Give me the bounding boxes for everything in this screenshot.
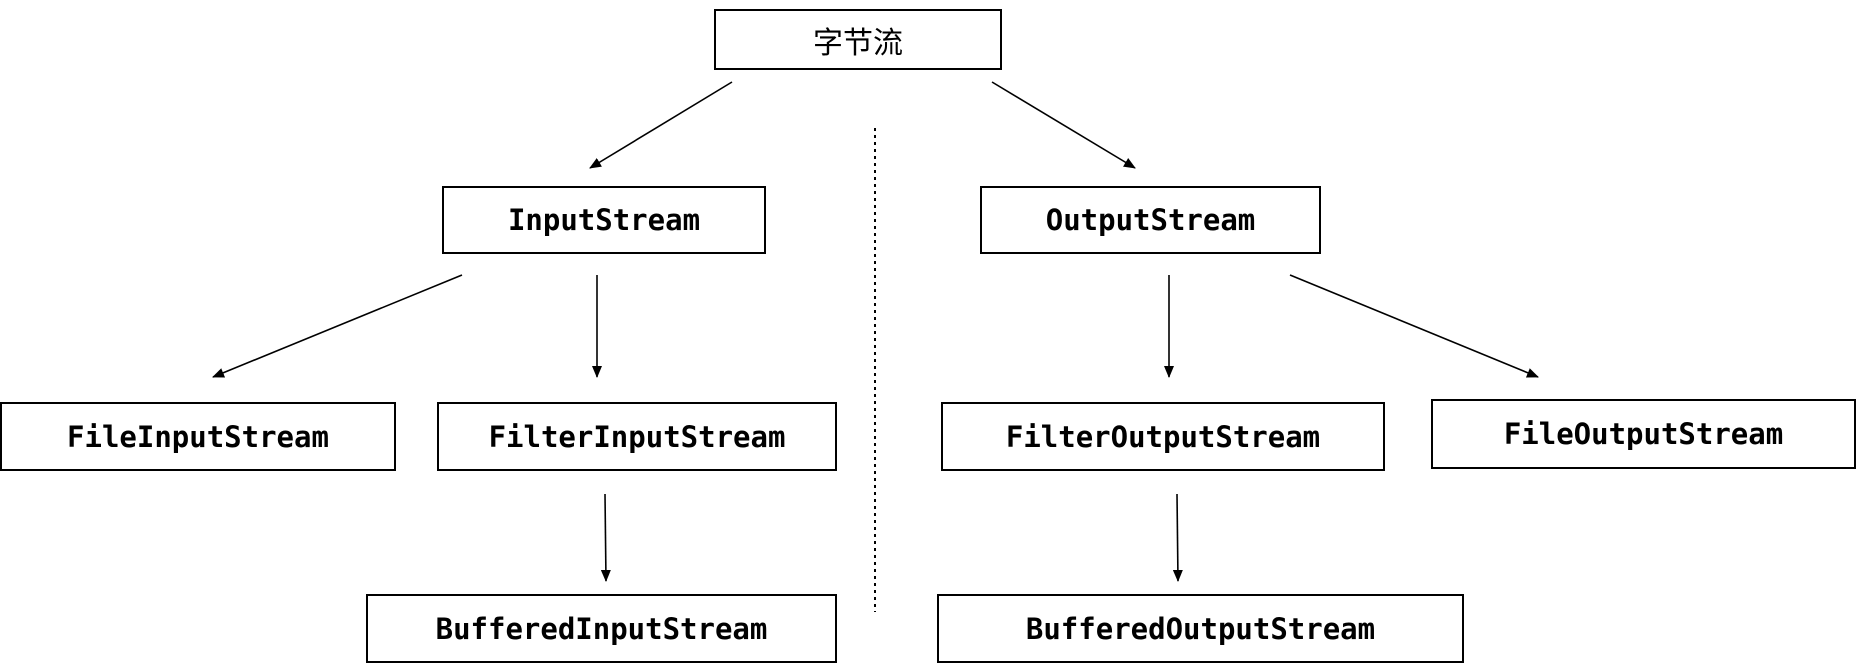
edge-filter-output-stream-to-buffered-output-stream xyxy=(1172,493,1183,582)
node-filter-input-stream: FilterInputStream xyxy=(437,402,837,471)
node-byte-stream: 字节流 xyxy=(714,9,1002,70)
node-buffered-input-stream: BufferedInputStream xyxy=(366,594,837,663)
node-file-output-stream: FileOutputStream xyxy=(1431,399,1856,469)
node-label: InputStream xyxy=(507,203,701,237)
node-buffered-output-stream: BufferedOutputStream xyxy=(937,594,1464,663)
edge-filter-input-stream-to-buffered-input-stream xyxy=(600,493,611,582)
node-label: BufferedInputStream xyxy=(435,611,768,646)
node-label: FilterInputStream xyxy=(488,419,786,454)
node-label: FileInputStream xyxy=(67,419,329,454)
edge-root-to-output-stream xyxy=(991,81,1136,169)
node-label: FilterOutputStream xyxy=(1005,419,1321,454)
edge-root-to-input-stream xyxy=(589,81,733,169)
node-label: 字节流 xyxy=(813,25,903,61)
edge-input-stream-to-file-input-stream xyxy=(212,274,463,378)
node-file-input-stream: FileInputStream xyxy=(0,402,396,471)
node-label: BufferedOutputStream xyxy=(1025,611,1376,646)
node-filter-output-stream: FilterOutputStream xyxy=(941,402,1385,471)
node-label: FileOutputStream xyxy=(1503,417,1784,451)
node-output-stream: OutputStream xyxy=(980,186,1321,254)
edge-output-stream-to-file-output-stream xyxy=(1289,274,1539,378)
node-input-stream: InputStream xyxy=(442,186,766,254)
node-label: OutputStream xyxy=(1045,203,1256,237)
